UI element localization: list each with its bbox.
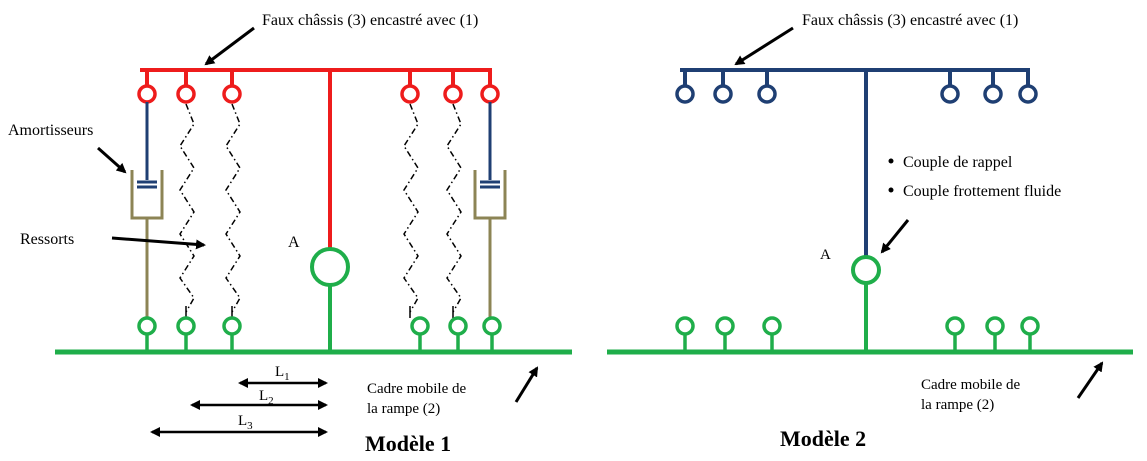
model1-frame xyxy=(55,334,572,355)
model1-frame-joints xyxy=(137,316,502,336)
joint-icon xyxy=(715,316,735,336)
joint-icon xyxy=(675,84,695,104)
pivot-icon xyxy=(851,255,881,285)
joint-icon xyxy=(482,316,502,336)
joint-icon xyxy=(448,316,468,336)
spring-icon xyxy=(446,103,462,313)
model2-chassis xyxy=(680,68,1030,258)
dampers-arrow-icon xyxy=(97,146,127,174)
joint-icon xyxy=(1020,316,1040,336)
chassis-arrow-icon xyxy=(204,26,255,66)
model2-pivot-label: A xyxy=(820,247,831,263)
model1-dampers-label: Amortisseurs xyxy=(8,122,93,139)
model2-frame xyxy=(607,334,1133,355)
joint-icon xyxy=(713,84,733,104)
model2-diagram: Faux châssis (3) encastré avec (1) Coupl… xyxy=(607,12,1133,451)
pivot-icon xyxy=(310,247,350,287)
joint-icon xyxy=(985,316,1005,336)
model1-frame-label-2: la rampe (2) xyxy=(367,401,440,417)
joint-icon xyxy=(222,84,242,104)
joint-icon xyxy=(762,316,782,336)
model1-springs-label: Ressorts xyxy=(20,231,74,248)
model1-chassis-label: Faux châssis (3) encastré avec (1) xyxy=(262,12,478,29)
joint-icon xyxy=(1018,84,1038,104)
model1-title: Modèle 1 xyxy=(365,431,451,456)
model1-damper-right xyxy=(473,102,507,318)
joint-icon xyxy=(410,316,430,336)
spring-icon xyxy=(225,103,241,313)
joint-icon xyxy=(480,84,500,104)
model1-diagram: Faux châssis (3) encastré avec (1) Amort… xyxy=(8,12,572,456)
model2-frame-joints xyxy=(675,316,1040,336)
spring-icon xyxy=(179,103,195,313)
model2-pivot-a xyxy=(851,255,881,352)
model1-spring-ends xyxy=(185,306,454,318)
joint-icon xyxy=(757,84,777,104)
model1-chassis xyxy=(140,68,492,248)
model2-frame-label-2: la rampe (2) xyxy=(921,397,994,413)
bullet-icon xyxy=(888,158,894,164)
model2-frame-arrow-icon xyxy=(1076,361,1104,399)
joint-icon xyxy=(137,316,157,336)
model1-dimensions xyxy=(150,378,328,437)
joint-icon xyxy=(443,84,463,104)
model1-damper-left xyxy=(130,102,164,318)
model2-frame-label-1: Cadre mobile de xyxy=(921,377,1020,393)
joint-icon xyxy=(222,316,242,336)
dimension-L3-label: L3 xyxy=(238,413,253,432)
dimension-L2-label: L2 xyxy=(259,388,274,407)
joint-icon xyxy=(176,84,196,104)
bullet-icon xyxy=(888,187,894,193)
joint-icon xyxy=(940,84,960,104)
model2-bullet-1: Couple de rappel xyxy=(903,154,1013,171)
joint-icon xyxy=(400,84,420,104)
model2-bullet-2: Couple frottement fluide xyxy=(903,183,1061,200)
springs-arrow-icon xyxy=(111,236,206,250)
model1-pivot-label: A xyxy=(288,234,300,251)
joint-icon xyxy=(176,316,196,336)
joint-icon xyxy=(675,316,695,336)
torque-arrow-icon xyxy=(880,219,910,254)
model2-chassis-arrow-icon xyxy=(734,26,794,66)
joint-icon xyxy=(983,84,1003,104)
spring-icon xyxy=(403,103,419,313)
joint-icon xyxy=(137,84,157,104)
model1-pivot-a xyxy=(310,247,350,352)
dimension-L1-label: L1 xyxy=(275,364,290,383)
model1-chassis-joints xyxy=(137,84,500,104)
joint-icon xyxy=(945,316,965,336)
frame-arrow-icon xyxy=(514,366,539,403)
model2-chassis-joints xyxy=(675,84,1038,104)
model2-title: Modèle 2 xyxy=(780,426,866,451)
model1-springs xyxy=(179,103,462,313)
model1-frame-label-1: Cadre mobile de xyxy=(367,381,466,397)
model2-chassis-label: Faux châssis (3) encastré avec (1) xyxy=(802,12,1018,29)
